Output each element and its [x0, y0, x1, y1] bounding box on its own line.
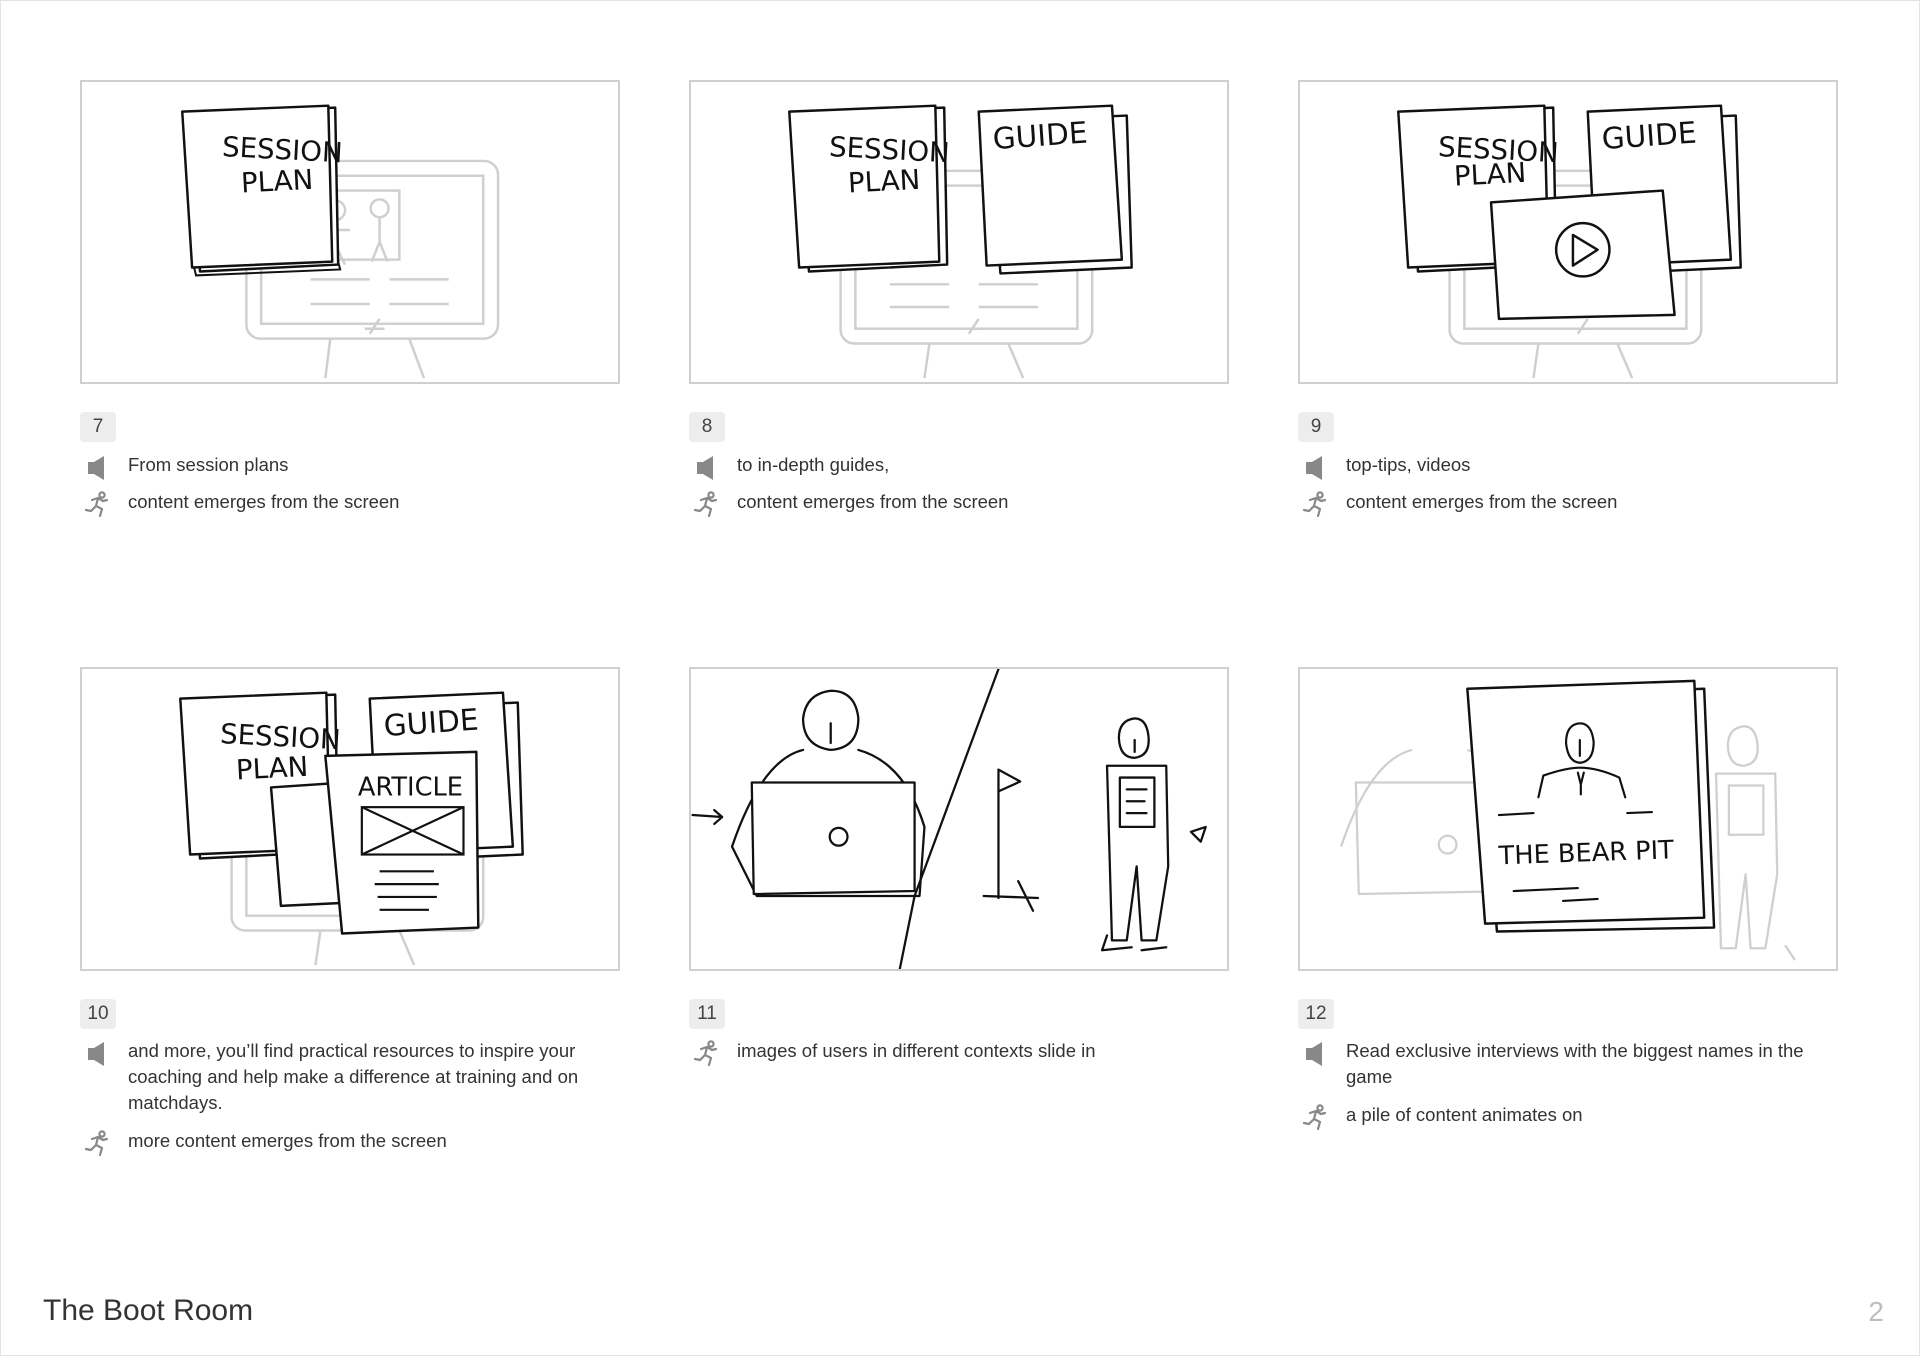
action-note-text: content emerges from the screen: [1346, 491, 1618, 512]
storyboard-frame-7: SESSION PLAN: [80, 80, 620, 384]
action-note-text: content emerges from the screen: [128, 491, 400, 512]
running-figure-icon: [691, 1040, 721, 1066]
audio-note-text: From session plans: [128, 454, 289, 475]
sketch-bear-pit: THE BEAR PIT: [1339, 679, 1796, 961]
audio-note: and more, you’ll find practical resource…: [82, 1038, 622, 1116]
sketch-users-contexts: [691, 669, 1207, 969]
audio-note: top-tips, videos: [1300, 452, 1840, 478]
action-note-text: images of users in different contexts sl…: [737, 1040, 1096, 1061]
audio-note-text: Read exclusive interviews with the bigge…: [1346, 1040, 1804, 1087]
audio-note-text: top-tips, videos: [1346, 454, 1471, 475]
sketch-label: SESSION: [221, 130, 343, 169]
running-figure-icon: [1300, 491, 1330, 517]
sketch-label: SESSION: [828, 130, 950, 169]
sketch-label: GUIDE: [992, 116, 1089, 157]
audio-note-text: and more, you’ll find practical resource…: [128, 1040, 579, 1113]
action-note-text: content emerges from the screen: [737, 491, 1009, 512]
action-note-text: a pile of content animates on: [1346, 1104, 1583, 1125]
sketch-article: SESSION PLAN GUIDE ARTICLE: [179, 691, 524, 966]
frame-number: 8: [689, 412, 725, 442]
running-figure-icon: [82, 491, 112, 517]
action-note-text: more content emerges from the screen: [128, 1130, 447, 1151]
speaker-icon: [691, 454, 721, 480]
speaker-icon: [82, 1040, 112, 1066]
storyboard-frame-8: SESSION PLAN GUIDE: [689, 80, 1229, 384]
sketch-label: PLAN: [240, 163, 314, 200]
document-title: The Boot Room: [43, 1294, 254, 1327]
audio-note: Read exclusive interviews with the bigge…: [1300, 1038, 1840, 1090]
audio-note-text: to in-depth guides,: [737, 454, 890, 475]
speaker-icon: [1300, 1040, 1330, 1066]
storyboard-frame-9: SESSION PLAN GUIDE: [1298, 80, 1838, 384]
action-note: more content emerges from the screen: [82, 1128, 622, 1154]
audio-note: to in-depth guides,: [691, 452, 1231, 478]
action-note: images of users in different contexts sl…: [691, 1038, 1231, 1064]
page-number: 2: [1868, 1296, 1884, 1327]
running-figure-icon: [82, 1130, 112, 1156]
sketch-label: SESSION: [1437, 130, 1559, 169]
frame-number: 11: [689, 999, 725, 1029]
sketch-label: THE BEAR PIT: [1497, 835, 1675, 871]
action-note: a pile of content animates on: [1300, 1102, 1840, 1128]
running-figure-icon: [691, 491, 721, 517]
storyboard-frame-12: THE BEAR PIT: [1298, 667, 1838, 971]
action-note: content emerges from the screen: [1300, 489, 1840, 515]
running-figure-icon: [1300, 1104, 1330, 1130]
storyboard-frame-11: [689, 667, 1229, 971]
frame-number: 7: [80, 412, 116, 442]
speaker-icon: [82, 454, 112, 480]
frame-number: 10: [80, 999, 116, 1029]
sketch-label: GUIDE: [1601, 116, 1698, 157]
sketch-video-card: SESSION PLAN GUIDE: [1397, 104, 1742, 379]
sketch-label: PLAN: [847, 163, 921, 200]
sketch-session-plan-guide: SESSION PLAN GUIDE: [788, 104, 1133, 379]
frame-number: 9: [1298, 412, 1334, 442]
storyboard-frame-10: SESSION PLAN GUIDE ARTICLE: [80, 667, 620, 971]
action-note: content emerges from the screen: [82, 489, 622, 515]
action-note: content emerges from the screen: [691, 489, 1231, 515]
speaker-icon: [1300, 454, 1330, 480]
frame-number: 12: [1298, 999, 1334, 1029]
sketch-session-plan: SESSION PLAN: [181, 104, 500, 379]
sketch-label: SESSION: [219, 717, 341, 756]
sketch-label: PLAN: [235, 750, 309, 787]
audio-note: From session plans: [82, 452, 622, 478]
sketch-label: GUIDE: [383, 703, 480, 744]
sketch-label: PLAN: [1453, 156, 1527, 193]
sketch-label: ARTICLE: [358, 772, 463, 802]
